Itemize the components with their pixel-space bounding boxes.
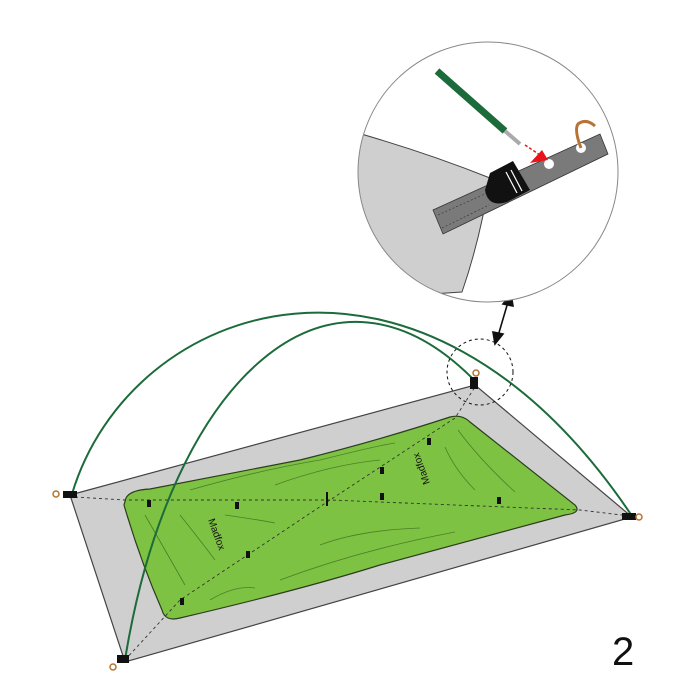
step-number: 2 [612,630,635,674]
detail-callout [357,41,619,303]
insert-arrow-icon [524,144,548,163]
pole-clips [147,438,501,605]
tent-floor [123,415,578,620]
tent-poles [71,311,633,661]
buckle-icon [485,161,530,204]
hook-icon [575,119,596,149]
corner-stakes [52,369,643,671]
pole-a [71,311,633,517]
guide-lines [74,386,631,661]
floor-wrinkles [144,429,516,601]
pole-b [124,321,478,661]
pole-end [434,68,508,134]
focus-circle [446,338,514,406]
